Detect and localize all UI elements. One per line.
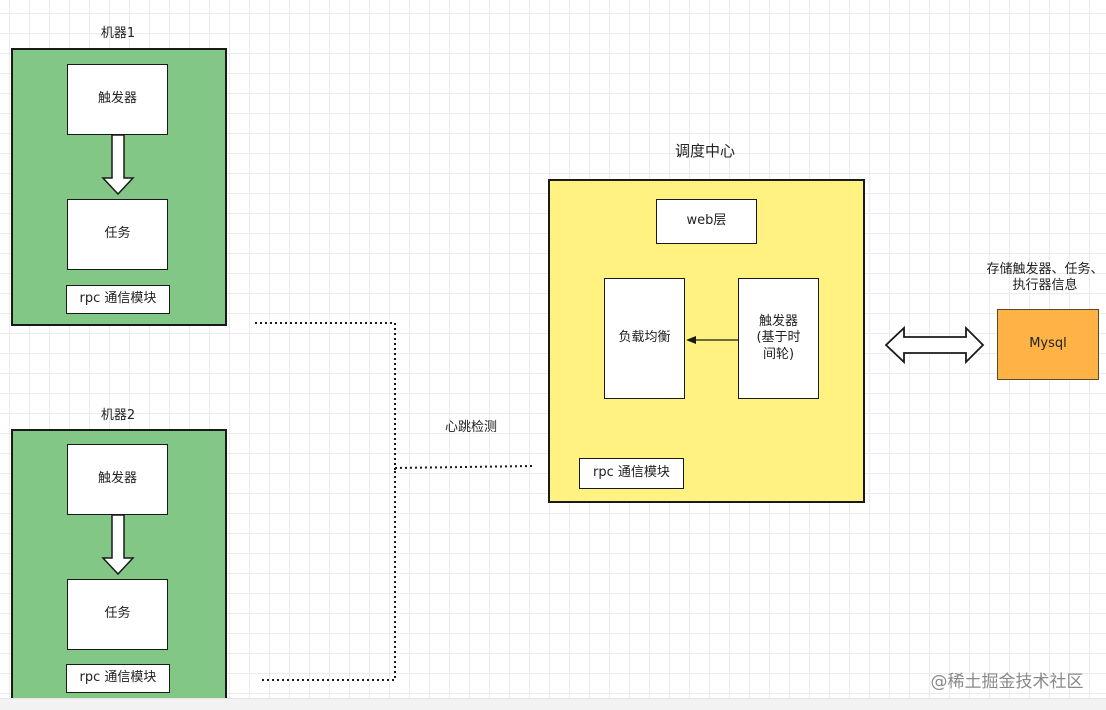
load-balance-box[interactable]: 负载均衡	[604, 278, 685, 399]
scheduler-trigger-line2: (基于时	[756, 330, 801, 346]
machine1-flow-arrow	[101, 134, 135, 196]
machine1-rpc-box[interactable]: rpc 通信模块	[66, 285, 170, 314]
scheduler-title: 调度中心	[674, 142, 735, 160]
scheduler-mysql-double-arrow	[884, 325, 985, 365]
scheduler-trigger-box[interactable]: 触发器 (基于时 间轮)	[738, 278, 819, 399]
scheduler-rpc-box[interactable]: rpc 通信模块	[579, 458, 684, 489]
machine1-task-label: 任务	[104, 226, 131, 242]
trigger-to-balance-arrowhead	[686, 336, 696, 344]
bottom-scroll-bar	[0, 698, 1106, 710]
machine2-rpc-box[interactable]: rpc 通信模块	[66, 664, 170, 693]
mysql-note: 存储触发器、任务、 执行器信息	[980, 262, 1106, 295]
machine2-trigger-box[interactable]: 触发器	[67, 444, 168, 515]
machine2-rpc-label: rpc 通信模块	[79, 670, 157, 686]
machine2-heartbeat-line	[262, 470, 396, 681]
watermark: @稀土掘金技术社区	[930, 672, 1084, 692]
machine2-trigger-label: 触发器	[97, 471, 137, 487]
heartbeat-label: 心跳检测	[444, 420, 497, 435]
machine2-flow-arrow	[101, 514, 135, 576]
mysql-note-line2: 执行器信息	[1012, 278, 1078, 294]
mysql-label: Mysql	[1029, 336, 1067, 352]
machine1-trigger-label: 触发器	[97, 91, 137, 107]
scheduler-heartbeat-line	[394, 465, 533, 469]
machine2-title: 机器2	[100, 408, 136, 423]
machine1-heartbeat-line	[255, 322, 396, 470]
web-layer-label: web层	[686, 213, 727, 229]
scheduler-trigger-line1: 触发器	[758, 314, 798, 330]
scheduler-trigger-line3: 间轮)	[762, 346, 795, 362]
load-balance-label: 负载均衡	[618, 330, 671, 346]
machine2-task-label: 任务	[104, 606, 131, 622]
machine1-rpc-label: rpc 通信模块	[79, 291, 157, 307]
machine1-task-box[interactable]: 任务	[67, 199, 168, 270]
scheduler-rpc-label: rpc 通信模块	[593, 465, 670, 481]
mysql-note-line1: 存储触发器、任务、	[986, 262, 1104, 277]
machine1-title: 机器1	[100, 26, 136, 41]
web-layer-box[interactable]: web层	[656, 199, 757, 244]
mysql-box[interactable]: Mysql	[997, 309, 1099, 380]
machine2-task-box[interactable]: 任务	[67, 579, 168, 650]
machine1-trigger-box[interactable]: 触发器	[67, 64, 168, 135]
